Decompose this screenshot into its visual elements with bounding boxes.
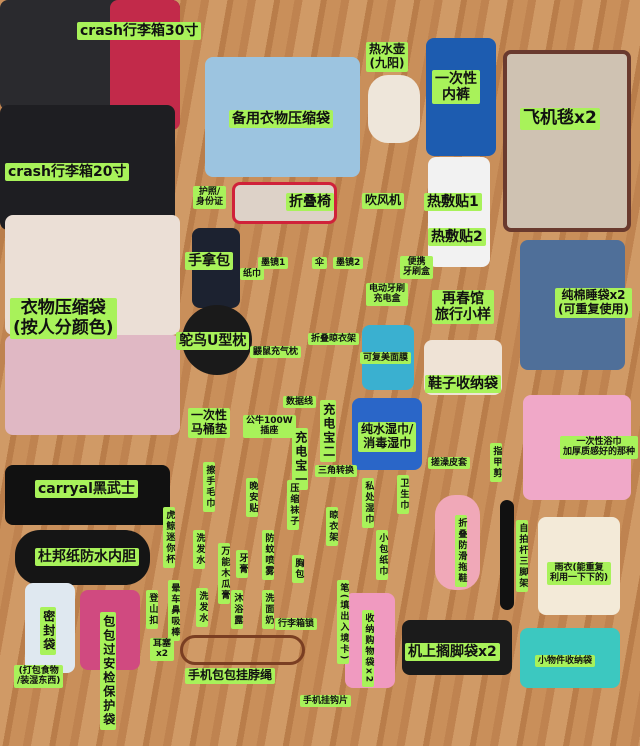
label-hanger: 晾衣架: [326, 507, 339, 546]
label-face-mask: 可复美面膜: [360, 352, 412, 365]
label-mini-cup: 虎鲸迷你杯: [163, 507, 176, 568]
label-sleep-patch: 晚安贴: [246, 478, 259, 517]
label-folding-hanger: 折叠晾衣架: [308, 333, 360, 346]
label-raincoat: 雨衣(能重复 利用一下下的): [547, 562, 612, 585]
kettle: [368, 75, 420, 143]
label-nail-clipper: 指甲剪: [490, 443, 503, 482]
label-chest-bag: 胸包: [292, 555, 305, 583]
label-disposable-towel: 一次性浴巾 加厚质感好的那种: [560, 436, 639, 459]
label-toothpaste: 牙膏: [236, 550, 249, 578]
label-blanket: 飞机毯x2: [520, 108, 600, 130]
label-heat-pad-2: 热敷贴2: [428, 228, 486, 247]
label-sunglasses-1: 墨镜1: [258, 257, 289, 270]
label-scrub-glove: 搓澡皮套: [428, 457, 471, 470]
label-waterproof-liner: 杜邦纸防水内胆: [35, 548, 139, 567]
label-umbrella: 伞: [312, 257, 328, 270]
label-shoe-bag: 鞋子收纳袋: [425, 375, 501, 394]
label-sunglasses-2: 墨镜2: [333, 257, 364, 270]
label-travel-samples: 再春馆 旅行小样: [432, 290, 494, 325]
label-hand-towel: 擦手毛巾: [203, 462, 216, 512]
label-nasal-inhaler: 晕车鼻吸棒: [168, 580, 181, 641]
label-phone-tab: 手机挂钩片: [300, 695, 352, 708]
label-ziplock: 密封袋: [40, 607, 56, 655]
label-pen: 笔(填出入境卡): [337, 580, 350, 665]
label-power-strip: 公牛100W 插座: [243, 415, 296, 438]
label-shampoo-2: 洗发水: [196, 588, 209, 627]
blanket: [503, 50, 631, 232]
label-heat-pad-1: 热敷贴1: [424, 193, 482, 212]
label-tissue: 纸巾: [240, 268, 265, 281]
label-sleeping-bag: 纯棉睡袋x2 (可重复使用): [555, 288, 632, 318]
label-ziplock-note: (打包食物 /装湿东西): [14, 665, 64, 688]
label-hair-dryer: 吹风机: [362, 193, 405, 209]
label-folding-chair: 折叠椅: [286, 193, 334, 212]
label-clutch: 手拿包: [185, 252, 233, 271]
label-wet-wipes: 纯水湿巾/ 消毒湿巾: [358, 422, 417, 452]
label-power-bank-1: 充电宝一: [292, 428, 308, 490]
label-pocket-tissue: 小包纸巾: [376, 530, 389, 580]
label-phone-lanyard: 手机包包挂脖绳: [185, 668, 276, 684]
label-cable: 数据线: [283, 396, 317, 409]
label-suitcase-30: crash行李箱30寸: [77, 22, 202, 41]
label-mosquito-spray: 防蚊喷雾: [262, 530, 275, 580]
label-power-bank-2: 充电宝二: [320, 400, 336, 462]
lanyard: [180, 635, 305, 665]
label-toothbrush-charger: 电动牙刷 充电盒: [366, 283, 409, 306]
label-intimate-wipes: 私处湿巾: [362, 478, 375, 528]
heat-pad-box: [428, 157, 490, 267]
label-compression-socks: 压缩袜子: [287, 480, 300, 530]
label-suitcase-20: crash行李箱20寸: [5, 163, 130, 182]
label-kettle: 热水壶 (九阳): [366, 42, 409, 72]
label-spare-compression-bag: 备用衣物压缩袋: [229, 110, 333, 129]
label-shopping-bag: 收纳购物袋x2: [362, 610, 375, 688]
label-body-wash: 沐浴露: [231, 590, 244, 629]
label-u-pillow: 鸵鸟U型枕: [176, 332, 250, 351]
label-small-pouch: 小物件收纳袋: [535, 655, 596, 668]
label-black-bag: carryal黑武士: [35, 480, 138, 499]
label-earplugs: 耳塞 x2: [150, 638, 175, 661]
label-footrest-bag: 机上搁脚袋x2: [405, 643, 500, 662]
label-security-bag: 包包过安检保护袋: [100, 612, 116, 730]
label-papaya-balm: 万能木瓜膏: [218, 543, 231, 604]
label-sanitary-pad: 卫生巾: [397, 475, 410, 514]
label-inflatable-pillow: 鼹鼠充气枕: [250, 346, 302, 359]
label-passport: 护照/ 身份证: [193, 186, 227, 209]
label-luggage-lock: 行李箱锁: [275, 618, 318, 631]
label-face-wash: 洗面奶: [262, 590, 275, 629]
label-carabiner: 登山扣: [146, 590, 159, 629]
label-toilet-seat-cover: 一次性 马桶垫: [188, 408, 231, 438]
label-adapter: 三角转换: [315, 465, 358, 478]
label-shampoo: 洗发水: [193, 530, 206, 569]
label-disposable-underwear: 一次性 内裤: [432, 70, 480, 105]
selfie-stick: [500, 500, 514, 610]
label-toothbrush-case: 便携 牙刷盒: [400, 256, 434, 279]
label-selfie-stick: 自拍杆三脚架: [516, 520, 529, 592]
label-slippers: 折叠防滑拖鞋: [455, 515, 468, 587]
packing-cubes-pink: [5, 335, 180, 435]
label-compression-cubes: 衣物压缩袋 (按人分颜色): [10, 298, 117, 340]
